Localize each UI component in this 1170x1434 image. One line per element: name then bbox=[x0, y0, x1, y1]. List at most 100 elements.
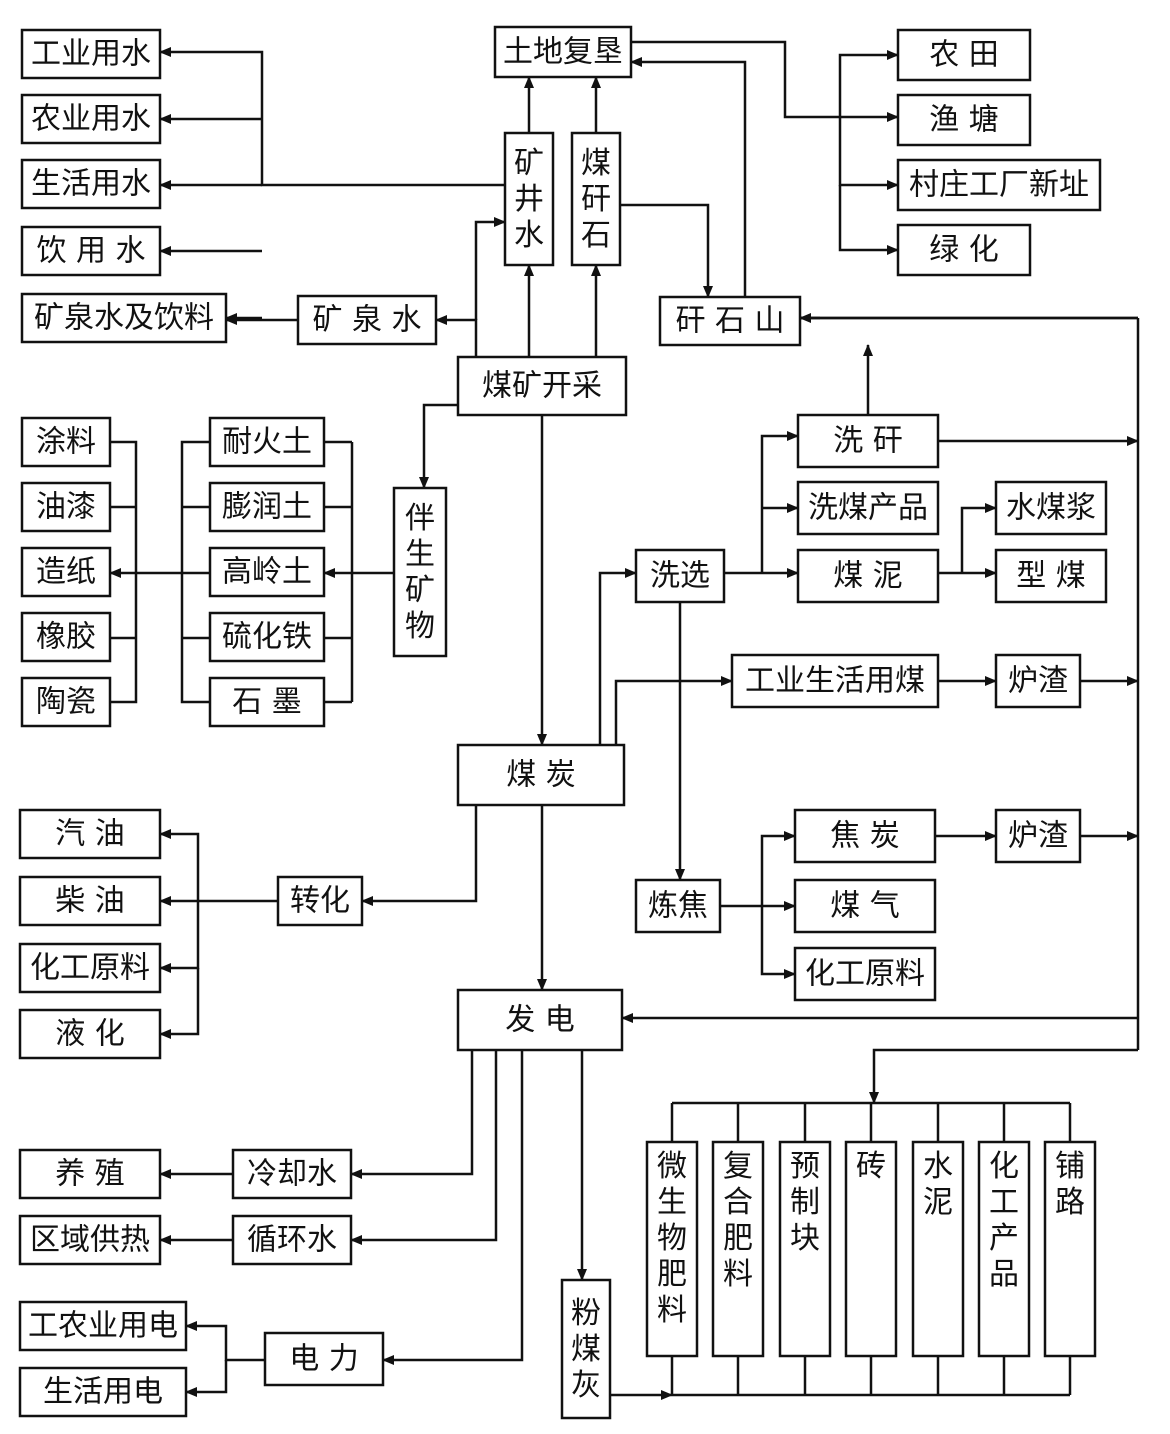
node-label: 生活用电 bbox=[43, 1375, 163, 1410]
node-qiyou: 汽 油 bbox=[18, 808, 162, 860]
connector-59 bbox=[159, 829, 200, 901]
node-label: 微生物肥料 bbox=[657, 1149, 687, 1328]
connector-63 bbox=[350, 1050, 474, 1179]
connector-17 bbox=[838, 117, 899, 190]
node-label: 耐火土 bbox=[222, 425, 312, 460]
node-label: 煤矿开采 bbox=[482, 369, 602, 404]
node-label: 饮 用 水 bbox=[36, 234, 145, 269]
node-label: 膨润土 bbox=[222, 490, 312, 525]
node-label: 煤矸石 bbox=[581, 146, 611, 253]
node-gongye-yongshui: 工业用水 bbox=[20, 28, 162, 80]
node-youqi: 油漆 bbox=[20, 481, 112, 533]
node-label: 绿 化 bbox=[929, 233, 999, 268]
connector-50 bbox=[960, 503, 997, 573]
node-fadian: 发 电 bbox=[456, 988, 624, 1052]
node-label: 硫化铁 bbox=[222, 620, 312, 655]
node-label: 砖 bbox=[856, 1149, 886, 1184]
node-yuzhi-kuai: 预制块 bbox=[778, 1140, 832, 1358]
node-yehua: 液 化 bbox=[18, 1008, 162, 1060]
node-label: 焦 炭 bbox=[830, 819, 900, 854]
connector-67 bbox=[382, 1050, 524, 1365]
node-label: 冷却水 bbox=[247, 1157, 337, 1192]
connector-68 bbox=[185, 1321, 265, 1362]
node-label: 油漆 bbox=[36, 490, 96, 525]
connector-61 bbox=[159, 968, 200, 1039]
node-label: 生活用水 bbox=[31, 167, 151, 202]
node-label: 洗选 bbox=[650, 559, 710, 594]
node-label: 渔 塘 bbox=[929, 103, 999, 138]
node-label: 涂料 bbox=[36, 425, 96, 460]
node-label: 养 殖 bbox=[55, 1157, 125, 1192]
node-label: 循环水 bbox=[247, 1223, 337, 1258]
node-label: 矸 石 山 bbox=[675, 304, 784, 339]
node-quyu-gongre: 区域供热 bbox=[18, 1214, 162, 1266]
connectors bbox=[109, 40, 1140, 1400]
node-mei-ganshi: 煤矸石 bbox=[570, 131, 622, 267]
node-label: 预制块 bbox=[790, 1149, 820, 1256]
node-label: 洗煤产品 bbox=[808, 491, 928, 526]
node-lengque-shui: 冷却水 bbox=[231, 1148, 353, 1200]
node-label: 农 田 bbox=[929, 38, 999, 73]
node-label: 洗 矸 bbox=[833, 424, 903, 459]
node-label: 柴 油 bbox=[55, 884, 125, 919]
node-mei-tan: 煤 炭 bbox=[456, 743, 626, 807]
node-weishengwu-feiliao: 微生物肥料 bbox=[645, 1140, 699, 1358]
node-label: 矿井水 bbox=[514, 146, 544, 253]
node-yangzhi: 养 殖 bbox=[18, 1148, 162, 1200]
node-shimo: 石 墨 bbox=[208, 676, 326, 728]
node-taoci: 陶瓷 bbox=[20, 676, 112, 728]
node-tudi-fuken: 土地复垦 bbox=[493, 25, 633, 79]
connector-47 bbox=[760, 431, 799, 573]
connector-24 bbox=[869, 1048, 1138, 1104]
connector-65 bbox=[350, 1050, 498, 1245]
node-gongnongye-yongdian: 工农业用电 bbox=[18, 1300, 188, 1352]
node-naihuotu: 耐火土 bbox=[208, 416, 326, 468]
node-label: 工业生活用煤 bbox=[745, 664, 925, 699]
node-kuangjing-shui: 矿井水 bbox=[503, 131, 555, 267]
node-label: 粉煤灰 bbox=[571, 1296, 601, 1403]
connector-45 bbox=[614, 676, 733, 745]
node-cunzhuang: 村庄工厂新址 bbox=[896, 158, 1102, 212]
node-pengruntu: 膨润土 bbox=[208, 481, 326, 533]
node-nongye-yongshui: 农业用水 bbox=[20, 93, 162, 145]
node-zaozhi: 造纸 bbox=[20, 546, 112, 598]
node-ximei-chanpin: 洗煤产品 bbox=[796, 480, 940, 536]
node-label: 复合肥料 bbox=[723, 1149, 753, 1292]
node-liuhuatie: 硫化铁 bbox=[208, 611, 326, 663]
connector-55 bbox=[760, 906, 796, 979]
node-bansheng-kuangwu: 伴生矿物 bbox=[392, 486, 448, 658]
node-xixuan: 洗选 bbox=[634, 548, 726, 604]
connector-41 bbox=[110, 440, 138, 704]
node-shuini: 水泥 bbox=[911, 1140, 965, 1358]
node-label: 煤 泥 bbox=[833, 559, 903, 594]
node-mei-qi: 煤 气 bbox=[793, 878, 937, 934]
node-luzha-1: 炉渣 bbox=[994, 653, 1082, 709]
node-fen-meihui: 粉煤灰 bbox=[560, 1278, 612, 1420]
node-label: 橡胶 bbox=[36, 620, 96, 655]
node-label: 化工产品 bbox=[989, 1149, 1019, 1292]
node-label: 矿泉水及饮料 bbox=[34, 301, 214, 336]
node-label: 化工原料 bbox=[805, 957, 925, 992]
connector-13 bbox=[630, 57, 747, 297]
node-kuangquan-shui: 矿 泉 水 bbox=[296, 294, 438, 346]
node-zhuan: 砖 bbox=[844, 1140, 898, 1358]
node-luzha-2: 炉渣 bbox=[994, 808, 1082, 864]
node-tuliao: 涂料 bbox=[20, 416, 112, 468]
connector-15 bbox=[838, 50, 899, 117]
node-zhuanhua: 转化 bbox=[276, 875, 364, 927]
node-shenghuo-yongshui: 生活用水 bbox=[20, 158, 162, 210]
node-xiangjiao: 橡胶 bbox=[20, 611, 112, 663]
node-label: 区域供热 bbox=[30, 1223, 150, 1258]
connector-57 bbox=[361, 805, 478, 906]
connector-6 bbox=[435, 315, 478, 357]
connector-60 bbox=[159, 901, 200, 973]
node-label: 土地复垦 bbox=[503, 35, 623, 70]
node-yutang: 渔 塘 bbox=[896, 93, 1032, 147]
node-label: 陶瓷 bbox=[36, 685, 96, 720]
node-chaiyou: 柴 油 bbox=[18, 875, 162, 927]
node-yin-yong-shui: 饮 用 水 bbox=[20, 225, 162, 277]
node-label: 炉渣 bbox=[1008, 819, 1068, 854]
node-mei-ni: 煤 泥 bbox=[796, 548, 940, 604]
